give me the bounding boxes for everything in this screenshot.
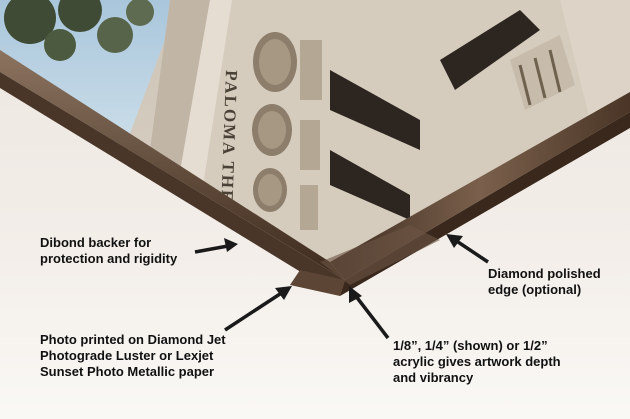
panel-edge [0,50,630,296]
photo-paper-label: Photo printed on Diamond Jet Photograde … [40,332,226,379]
acrylic-arrow [353,293,390,340]
polished-edge-arrow [454,238,489,264]
photo-paper-arrow [224,290,284,332]
dibond-arrow [194,244,229,254]
dibond-backer-edge [0,72,345,296]
photo-paper-arrowhead [275,286,292,300]
left-acrylic-edge [0,50,345,280]
printed-photo: PALOMA THEATRE [0,0,630,265]
dibond-label: Dibond backer for protection and rigidit… [40,235,178,266]
dibond-arrowhead [224,238,238,252]
ornamental-columns [300,40,322,230]
window-recesses [330,10,540,220]
tree-foliage [4,0,154,61]
acrylic-label: 1/8”, 1/4” (shown) or 1/2” acrylic gives… [393,338,561,385]
polished-edge-arrowhead [446,234,463,248]
balcony-ornament [510,35,575,110]
acrylic-arrowhead [349,286,362,303]
arched-windows [252,32,297,212]
polished-edge-label: Diamond polished edge (optional) [488,266,601,297]
leader-arrows [194,234,489,340]
